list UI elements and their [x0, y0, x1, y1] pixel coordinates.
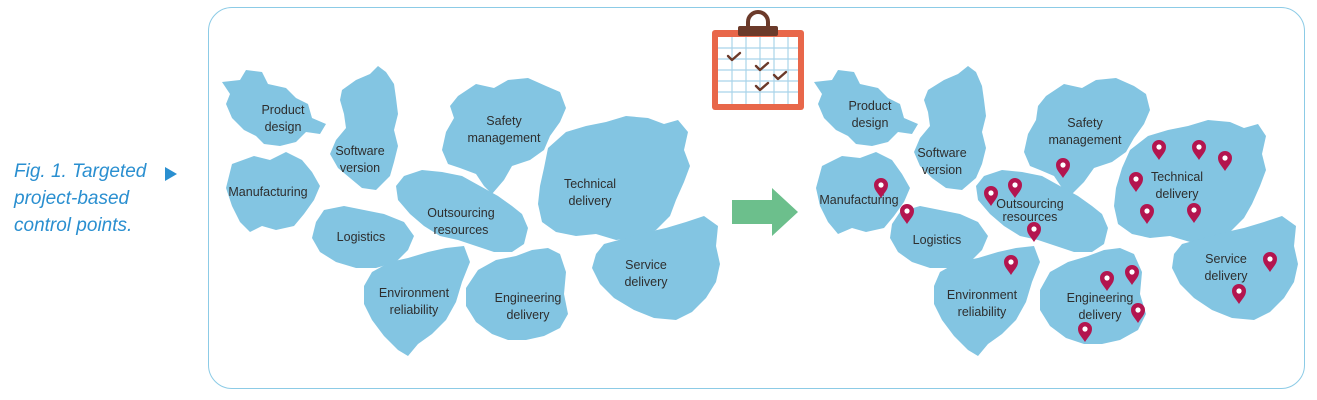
- figure-caption: Fig. 1. Targeted project-based control p…: [14, 158, 154, 239]
- label-technical-delivery-2: delivery: [1155, 187, 1199, 201]
- region-service-delivery: [592, 216, 720, 320]
- label-technical-delivery-1: Technical: [564, 177, 616, 191]
- region-safety-management: [442, 78, 566, 194]
- region-engineering-delivery: [466, 248, 568, 340]
- label-outsourcing-resources-1: Outsourcing: [427, 206, 494, 220]
- label-software-version-2: version: [922, 163, 962, 177]
- label-product-design-2: design: [852, 116, 889, 130]
- region-software-version: [914, 66, 986, 190]
- label-outsourcing-resources-2: resources: [434, 223, 489, 237]
- label-software-version-2: version: [340, 161, 380, 175]
- label-environment-reliability-1: Environment: [947, 288, 1018, 302]
- label-logistics: Logistics: [337, 230, 386, 244]
- region-engineering-delivery: [1040, 248, 1146, 344]
- clipboard-checklist-icon: [712, 10, 804, 110]
- label-service-delivery-2: delivery: [1204, 269, 1248, 283]
- region-software-version: [330, 66, 398, 190]
- map-after: Product design Software version Safety m…: [814, 66, 1298, 356]
- label-outsourcing-resources-2: resources: [1003, 210, 1058, 224]
- right-arrow-icon: [732, 188, 798, 236]
- region-logistics: [890, 206, 988, 268]
- label-manufacturing: Manufacturing: [819, 193, 898, 207]
- label-safety-management-2: management: [1049, 133, 1122, 147]
- label-environment-reliability-2: reliability: [958, 305, 1007, 319]
- region-outsourcing-resources: [976, 170, 1108, 252]
- label-engineering-delivery-1: Engineering: [495, 291, 562, 305]
- region-environment-reliability: [364, 246, 470, 356]
- caption-line-3: control points.: [14, 215, 133, 236]
- label-service-delivery-1: Service: [625, 258, 667, 272]
- region-service-delivery: [1172, 216, 1298, 320]
- label-product-design-1: Product: [848, 99, 892, 113]
- caption-line-2: project-based: [14, 188, 130, 209]
- label-environment-reliability-1: Environment: [379, 286, 450, 300]
- label-software-version-1: Software: [917, 146, 966, 160]
- region-manufacturing: [226, 152, 320, 232]
- label-manufacturing: Manufacturing: [228, 185, 307, 199]
- region-product-design: [814, 70, 918, 146]
- label-engineering-delivery-2: delivery: [506, 308, 550, 322]
- label-service-delivery-1: Service: [1205, 252, 1247, 266]
- label-environment-reliability-2: reliability: [390, 303, 439, 317]
- region-safety-management: [1024, 78, 1150, 196]
- label-outsourcing-resources-1: Outsourcing: [996, 197, 1063, 211]
- label-software-version-1: Software: [335, 144, 384, 158]
- label-engineering-delivery-2: delivery: [1078, 308, 1122, 322]
- region-manufacturing: [816, 152, 910, 234]
- label-engineering-delivery-1: Engineering: [1067, 291, 1134, 305]
- label-technical-delivery-2: delivery: [568, 194, 612, 208]
- label-logistics: Logistics: [913, 233, 962, 247]
- label-safety-management-1: Safety: [1067, 116, 1103, 130]
- caption-line-1: Fig. 1. Targeted: [14, 161, 147, 182]
- region-outsourcing-resources: [396, 170, 528, 252]
- label-safety-management-1: Safety: [486, 114, 522, 128]
- label-technical-delivery-1: Technical: [1151, 170, 1203, 184]
- label-service-delivery-2: delivery: [624, 275, 668, 289]
- region-technical-delivery: [538, 116, 690, 240]
- label-safety-management-2: management: [468, 131, 541, 145]
- map-before: Product design Software version Safety m…: [222, 66, 720, 356]
- region-logistics: [312, 206, 414, 268]
- diagram-frame: [208, 7, 1305, 389]
- label-product-design-1: Product: [261, 103, 305, 117]
- label-product-design-2: design: [265, 120, 302, 134]
- region-product-design: [222, 70, 326, 146]
- play-triangle-icon: [165, 167, 177, 181]
- region-environment-reliability: [934, 246, 1040, 356]
